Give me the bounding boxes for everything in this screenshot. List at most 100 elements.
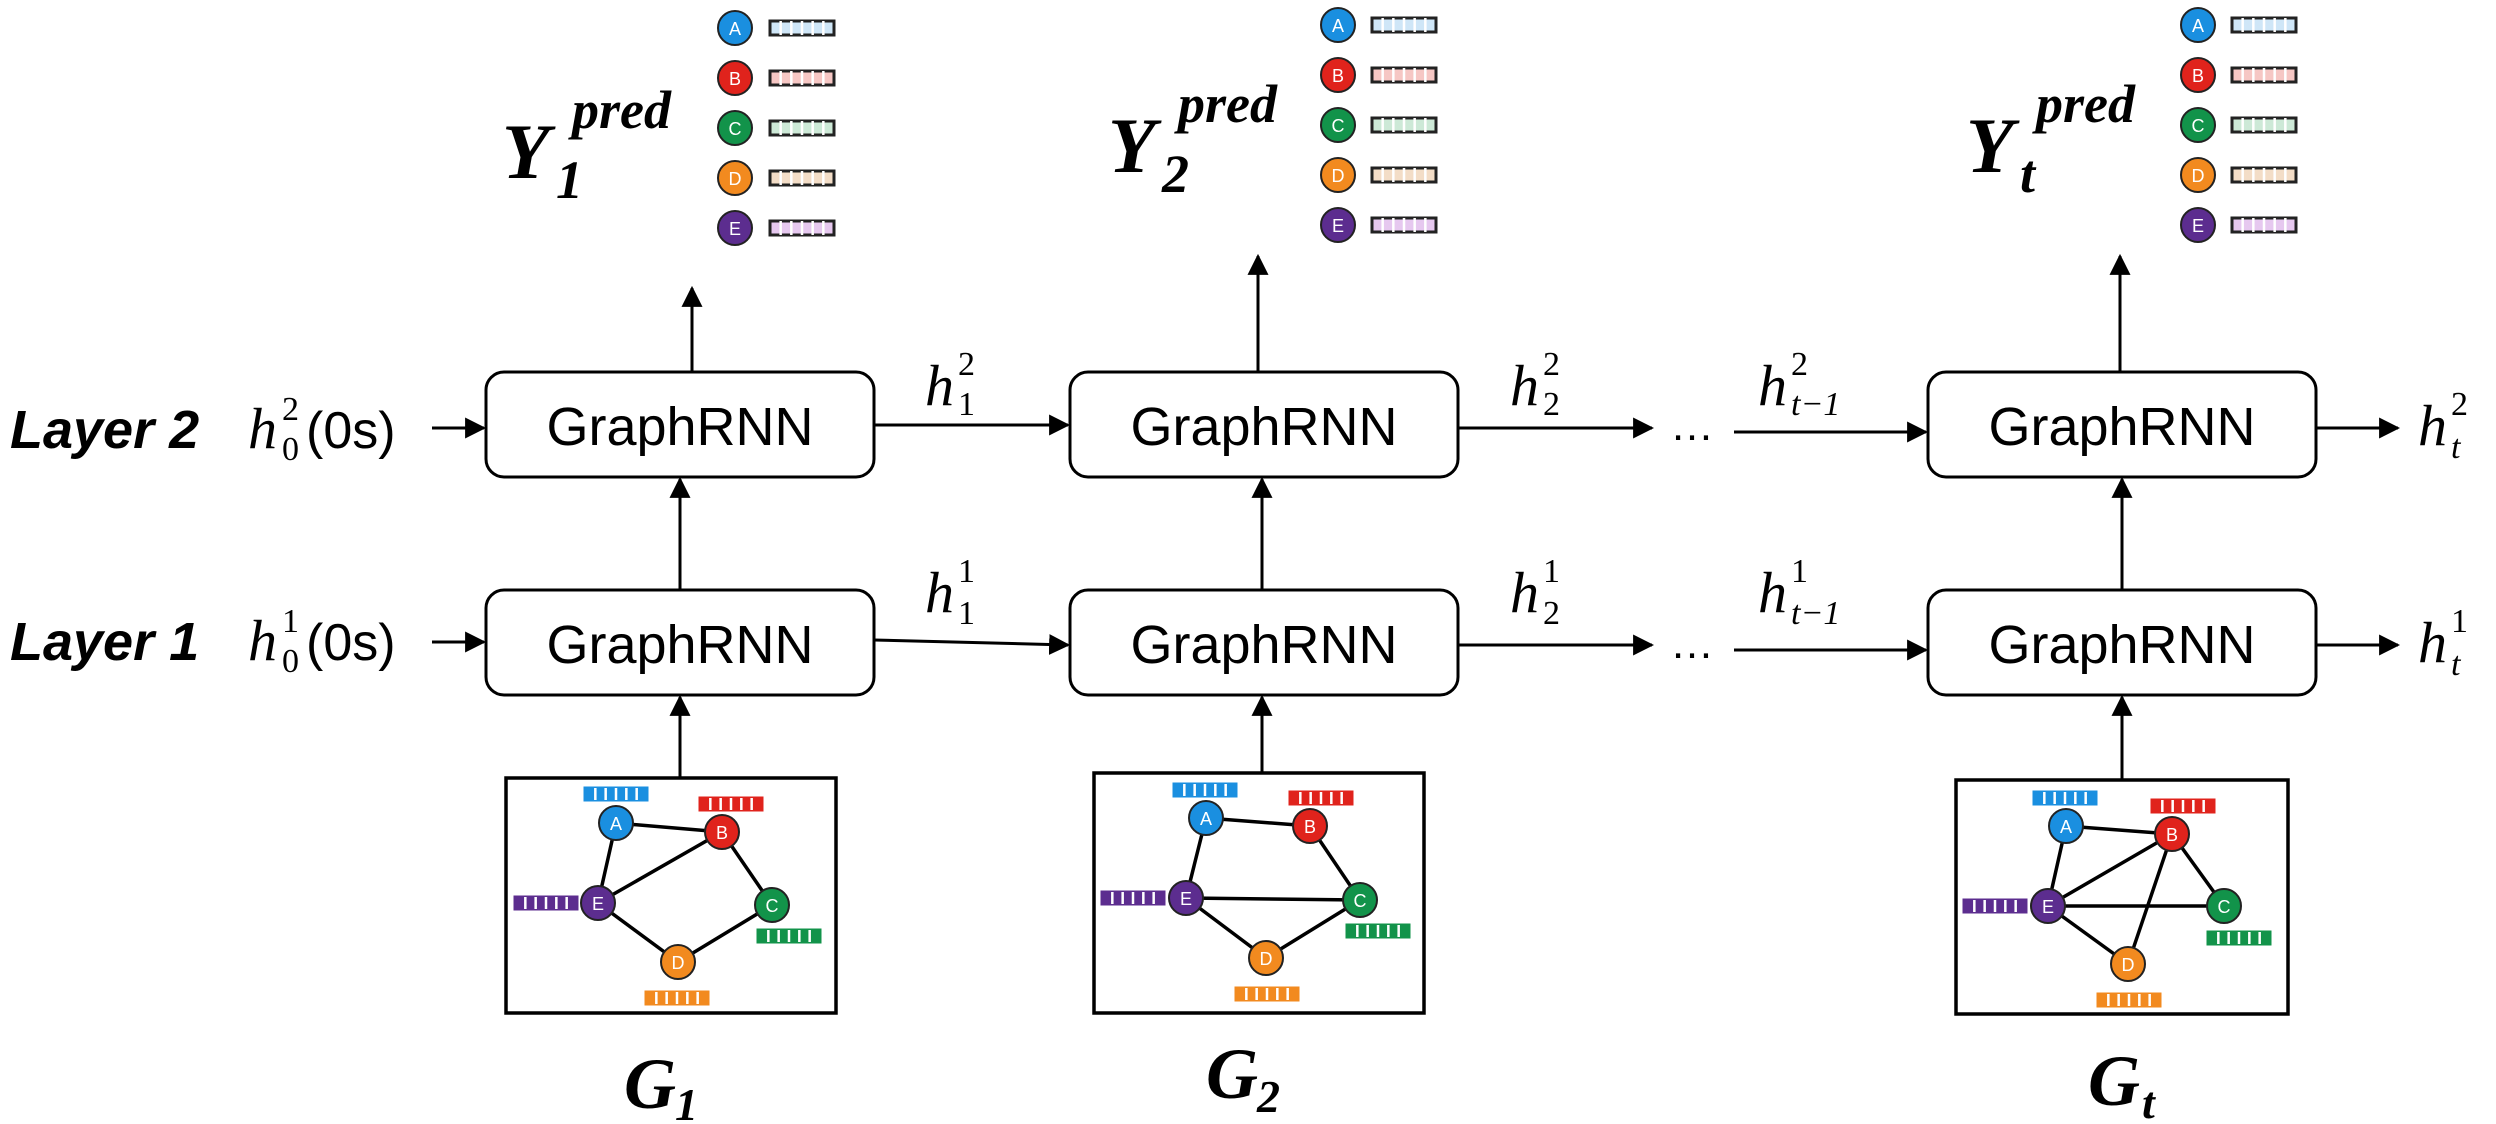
svg-text:G: G — [624, 1044, 676, 1124]
svg-text:t: t — [2451, 646, 2462, 683]
svg-text:h: h — [1510, 560, 1539, 625]
node-e: E — [1168, 880, 1204, 916]
svg-text:1: 1 — [556, 150, 583, 210]
embedding-bar-c — [768, 119, 836, 137]
graphrnn-label: GraphRNN — [1130, 615, 1397, 675]
node-d: D — [2180, 157, 2216, 193]
graphrnn-label: GraphRNN — [1988, 397, 2255, 457]
graphrnn-label: GraphRNN — [1988, 615, 2255, 675]
svg-text:t−1: t−1 — [1791, 595, 1840, 632]
output-embeddings-t1: A B C DE — [717, 10, 836, 246]
svg-text:C: C — [1332, 116, 1345, 136]
svg-text:pred: pred — [1174, 74, 1278, 134]
svg-text:2: 2 — [1161, 144, 1189, 204]
embedding-bar-e — [2230, 216, 2298, 234]
svg-text:C: C — [729, 119, 742, 139]
node-d: D — [660, 944, 696, 980]
svg-text:1: 1 — [1791, 553, 1808, 590]
initial-state-layer1: h 1 0 (0s) — [248, 603, 396, 680]
node-a: A — [1188, 800, 1224, 836]
svg-text:2: 2 — [1543, 346, 1560, 383]
feature-bar-a — [2032, 790, 2098, 806]
feature-bar-e — [1962, 898, 2028, 914]
svg-text:C: C — [766, 896, 779, 916]
svg-text:E: E — [1332, 216, 1344, 236]
embedding-bar-c — [2230, 116, 2298, 134]
svg-text:A: A — [610, 814, 622, 834]
embedding-bar-b — [1370, 66, 1438, 84]
layer-1-label: Layer 1 — [10, 612, 199, 672]
graph-label-g2: G 2 — [1206, 1034, 1280, 1122]
node-e: E — [717, 210, 753, 246]
layer-2-label: Layer 2 — [10, 400, 199, 460]
svg-text:A: A — [1332, 16, 1344, 36]
node-b: B — [2180, 57, 2216, 93]
embedding-bar-d — [2230, 166, 2298, 184]
node-d: D — [1248, 940, 1284, 976]
graph-edge-cd — [677, 903, 773, 964]
graph-label-g1: G 1 — [624, 1044, 698, 1124]
embedding-bar-e — [1370, 216, 1438, 234]
svg-text:h: h — [248, 396, 277, 461]
svg-text:1: 1 — [958, 386, 975, 423]
node-d: D — [1320, 157, 1356, 193]
svg-text:D: D — [2122, 955, 2135, 975]
svg-text:h: h — [2418, 393, 2447, 458]
svg-text:h: h — [1758, 353, 1787, 418]
embedding-bar-c — [1370, 116, 1438, 134]
svg-text:E: E — [2192, 216, 2204, 236]
svg-text:h: h — [925, 560, 954, 625]
node-c: C — [2206, 888, 2242, 924]
svg-text:h: h — [2418, 610, 2447, 675]
svg-text:A: A — [729, 19, 741, 39]
svg-text:0: 0 — [282, 643, 299, 680]
node-b: B — [2154, 816, 2190, 852]
feature-bar-a — [1172, 782, 1238, 798]
svg-text:(0s): (0s) — [306, 402, 396, 460]
feature-bar-e — [513, 895, 579, 911]
graph-edge-bd — [2126, 833, 2174, 965]
node-b: B — [704, 814, 740, 850]
hidden-state-l2-t: h 2 t — [2418, 386, 2468, 466]
svg-text:2: 2 — [2451, 386, 2468, 423]
svg-text:pred: pred — [2032, 74, 2136, 134]
feature-bar-e — [1100, 890, 1166, 906]
node-d: D — [2110, 946, 2146, 982]
svg-text:2: 2 — [958, 346, 975, 383]
feature-bar-a — [583, 786, 649, 802]
graph-edge-ec — [1185, 896, 1361, 902]
hidden-state-l1-tm1: h 1 t−1 — [1758, 553, 1840, 632]
svg-text:1: 1 — [1543, 553, 1560, 590]
svg-text:2: 2 — [1791, 346, 1808, 383]
embedding-bar-b — [768, 69, 836, 87]
svg-text:1: 1 — [2451, 603, 2468, 640]
feature-bar-d — [1234, 986, 1300, 1002]
svg-text:B: B — [2166, 825, 2178, 845]
svg-text:E: E — [1180, 889, 1192, 909]
svg-text:1: 1 — [958, 595, 975, 632]
svg-text:2: 2 — [282, 391, 299, 428]
svg-text:h: h — [1758, 560, 1787, 625]
svg-text:B: B — [729, 69, 741, 89]
hidden-state-l2-tm1: h 2 t−1 — [1758, 346, 1840, 423]
hidden-state-l2-2: h 2 2 — [1510, 346, 1560, 423]
svg-text:E: E — [2042, 897, 2054, 917]
svg-text:D: D — [2192, 166, 2205, 186]
svg-text:G: G — [1206, 1034, 1258, 1114]
svg-text:D: D — [1332, 166, 1345, 186]
svg-text:2: 2 — [1256, 1071, 1280, 1122]
svg-text:B: B — [2192, 66, 2204, 86]
feature-bar-c — [756, 928, 822, 944]
embedding-bar-e — [768, 219, 836, 237]
svg-text:B: B — [716, 823, 728, 843]
graph-edge-eb — [2047, 832, 2173, 908]
feature-bar-d — [644, 990, 710, 1006]
svg-text:Y: Y — [502, 108, 556, 195]
svg-text:1: 1 — [675, 1079, 698, 1124]
svg-text:A: A — [1200, 809, 1212, 829]
node-d: D — [717, 160, 753, 196]
